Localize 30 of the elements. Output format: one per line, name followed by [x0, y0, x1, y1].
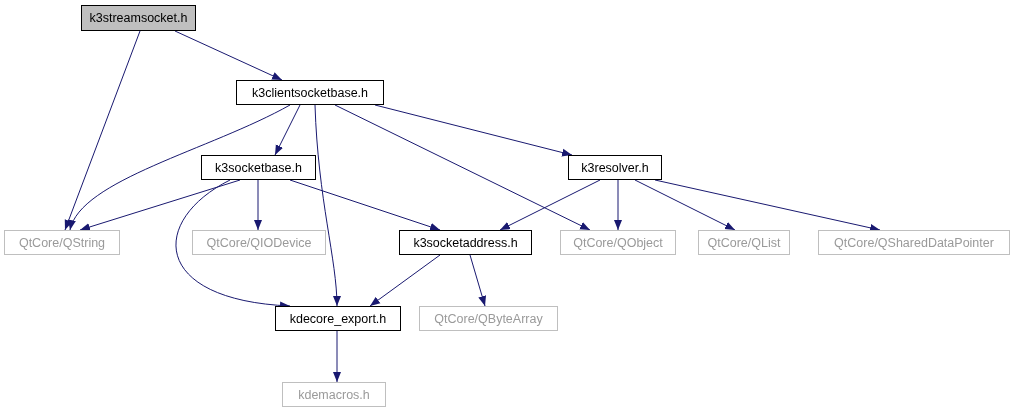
arrow [499, 179, 601, 231]
file-box: k3resolver.h [568, 155, 662, 180]
file-box: kdecore_export.h [275, 306, 401, 331]
file-box: QtCore/QString [4, 230, 120, 255]
file-box: QtCore/QObject [560, 230, 676, 255]
file-box: k3socketbase.h [201, 155, 316, 180]
file-box: k3clientsocketbase.h [236, 80, 384, 105]
arrow [274, 104, 301, 156]
file-box: k3streamsocket.h [81, 5, 196, 31]
arrow [64, 30, 141, 231]
file-box: kdemacros.h [282, 382, 386, 407]
file-box: QtCore/QList [698, 230, 790, 255]
file-box: QtCore/QByteArray [419, 306, 558, 331]
arrow [314, 104, 341, 307]
arrow [79, 179, 241, 231]
file-box: k3socketaddress.h [399, 230, 532, 255]
arrow [369, 254, 441, 307]
arrow [469, 254, 486, 307]
file-box: QtCore/QIODevice [192, 230, 326, 255]
arrow [174, 30, 283, 81]
arrow [614, 179, 622, 231]
arrow [333, 330, 341, 383]
arrow [374, 104, 573, 157]
arrow [69, 104, 291, 231]
arrow [289, 179, 441, 231]
arrow [254, 179, 262, 231]
arrow [334, 104, 591, 231]
arrow [654, 179, 881, 232]
file-box: QtCore/QSharedDataPointer [818, 230, 1010, 255]
arrow [634, 179, 736, 231]
